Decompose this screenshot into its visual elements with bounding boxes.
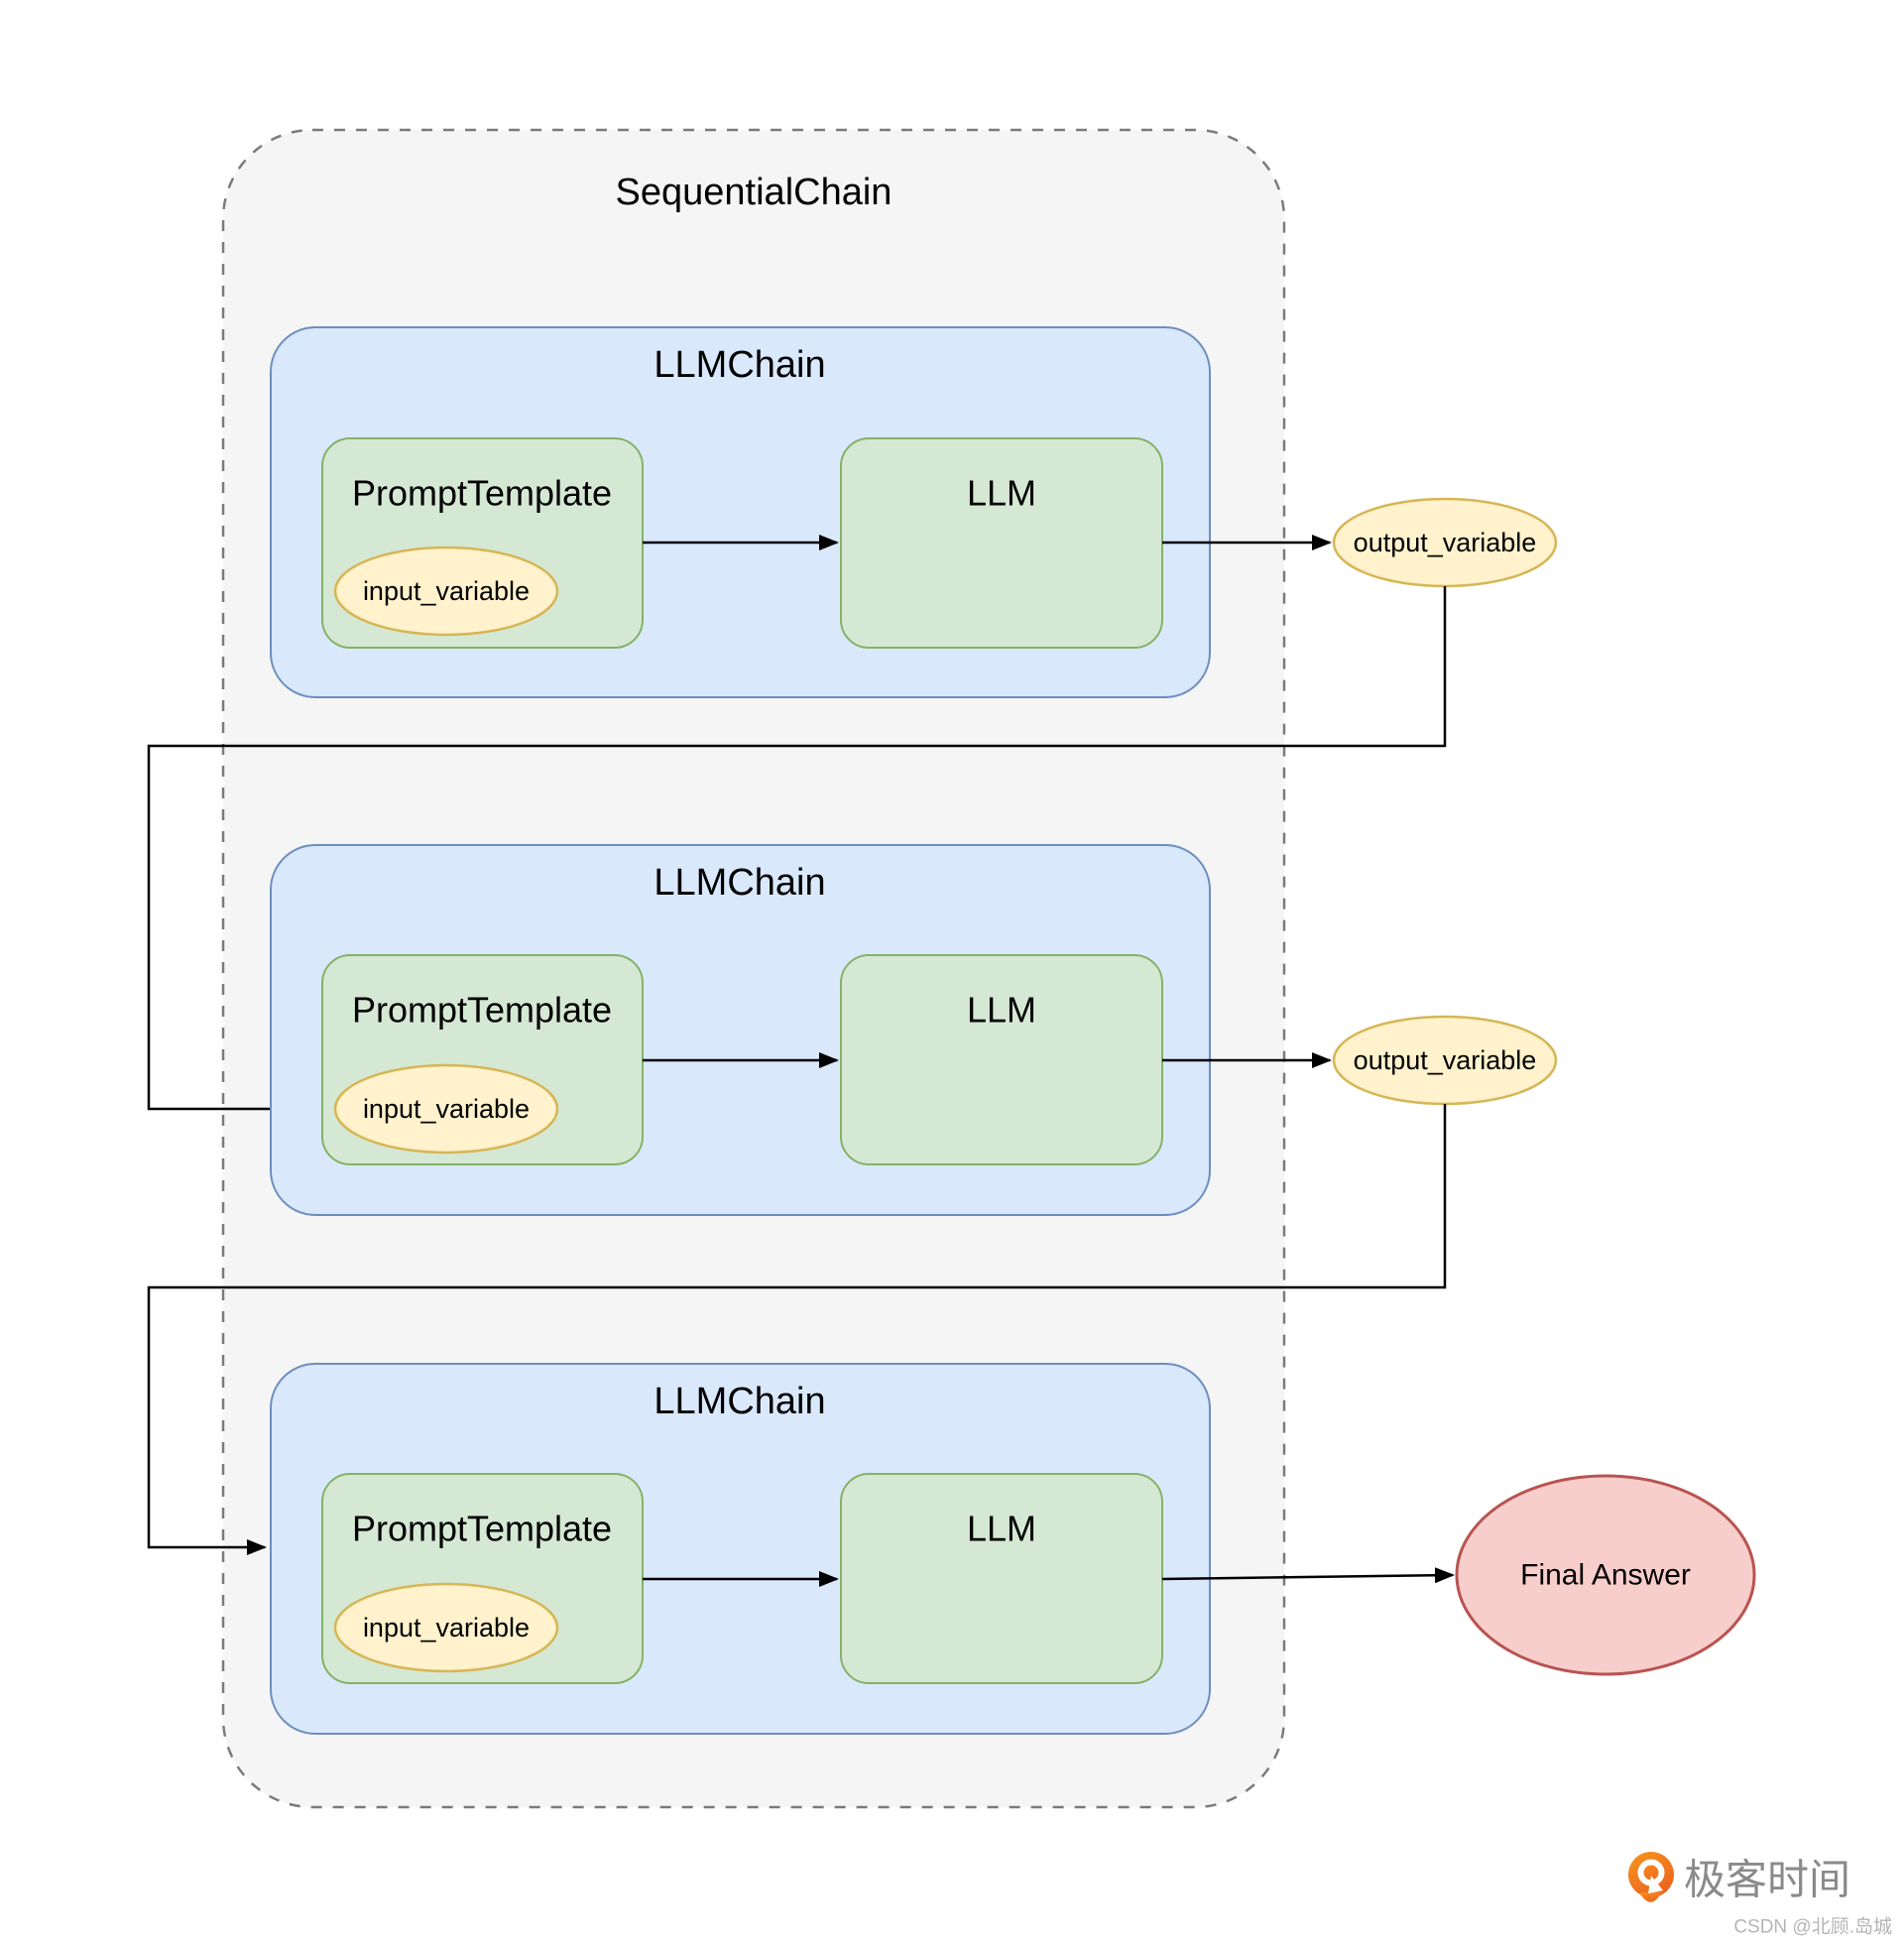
csdn-watermark: CSDN @北顾.岛城 [1733, 1916, 1892, 1938]
input-variable-1-ellipse [333, 546, 559, 637]
input-variable-3-ellipse [333, 1582, 559, 1673]
llm-chain-3-title: LLMChain [654, 1381, 825, 1422]
geektime-brand-text: 极客时间 [1684, 1857, 1850, 1903]
llm-2-label: LLM [967, 990, 1036, 1031]
prompt-template-2-label: PromptTemplate [352, 990, 612, 1031]
sequential-chain-title: SequentialChain [616, 172, 892, 213]
output-variable-1-label: output_variable [1354, 528, 1537, 557]
llm-chain-2: LLMChain PromptTemplate LLM input_variab… [270, 844, 1211, 1216]
llm-chain-2-title: LLMChain [654, 862, 825, 904]
final-answer-ellipse [1455, 1474, 1756, 1676]
connector-output1-to-input2 [147, 586, 1447, 1117]
connector-output2-to-chain3 [147, 1104, 1447, 1555]
llm-3-box [840, 1473, 1163, 1684]
prompt-template-3-label: PromptTemplate [352, 1509, 612, 1549]
llm-1-box [840, 437, 1163, 649]
input-variable-1-label: input_variable [363, 576, 530, 606]
llm-3-label: LLM [967, 1509, 1036, 1549]
input-variable-2-label: input_variable [363, 1094, 530, 1124]
prompt-template-1-label: PromptTemplate [352, 473, 612, 514]
final-answer-label: Final Answer [1520, 1559, 1691, 1592]
llm-chain-3: LLMChain PromptTemplate LLM input_variab… [270, 1363, 1211, 1735]
llm-2-box [840, 954, 1163, 1165]
input-variable-3-label: input_variable [363, 1613, 530, 1642]
llm-chain-1-title: LLMChain [654, 344, 825, 386]
llm-1-label: LLM [967, 473, 1036, 514]
input-variable-2-ellipse [333, 1063, 559, 1155]
llm-chain-1: LLMChain PromptTemplate LLM input_variab… [270, 326, 1211, 698]
output-variable-2-label: output_variable [1354, 1045, 1537, 1075]
geektime-logo-icon [1628, 1852, 1674, 1902]
arrow-llm3-to-final-answer [1161, 1567, 1455, 1584]
